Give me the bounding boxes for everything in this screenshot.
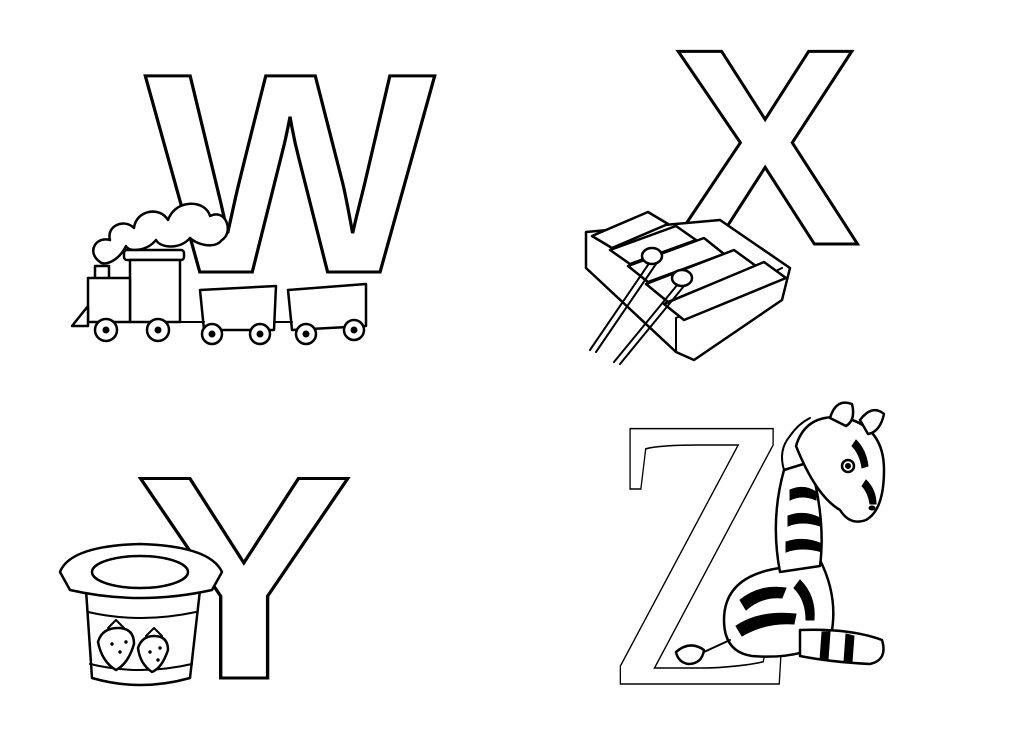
xylophone-icon xyxy=(584,210,792,365)
yogurt-cup-icon xyxy=(58,542,224,687)
letter-z: Z xyxy=(605,337,801,745)
panel-letter-x: X xyxy=(584,0,863,365)
letter-w: W xyxy=(145,15,438,333)
panel-letter-w: W xyxy=(70,14,439,346)
panel-letter-y: Y xyxy=(58,415,355,742)
zebra-icon xyxy=(674,401,886,666)
panel-letter-z: Z xyxy=(604,336,886,745)
letter-y: Y xyxy=(135,416,353,740)
train-icon xyxy=(70,202,368,346)
